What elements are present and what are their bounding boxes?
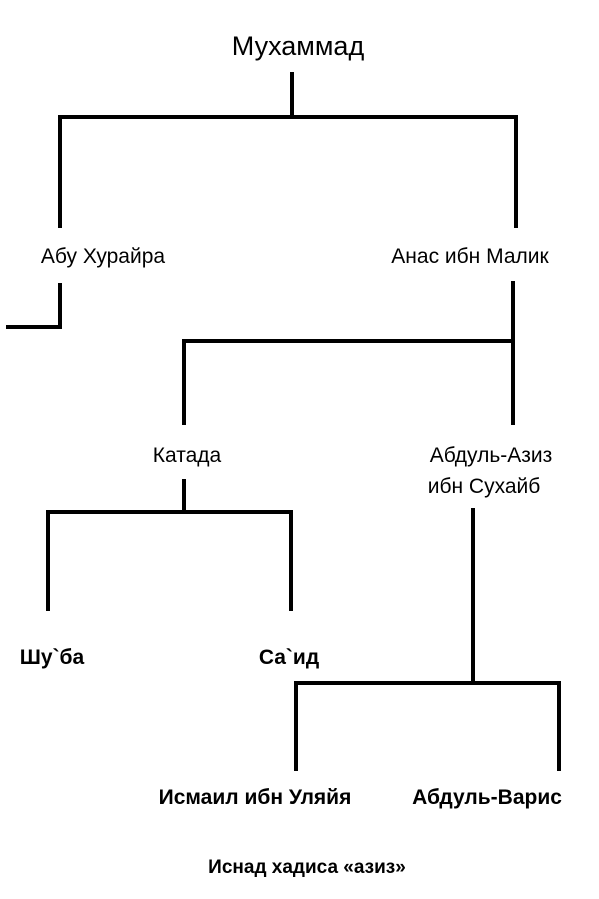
node-ismail-ibn-ulayya: Исмаил ибн Уляйя	[158, 786, 352, 809]
node-qatada: Катада	[152, 444, 222, 467]
node-said: Са`ид	[258, 646, 320, 669]
node-abdul-waris: Абдуль-Варис	[412, 786, 562, 809]
node-shuba: Шу`ба	[19, 646, 85, 669]
node-anas-ibn-malik: Анас ибн Малик	[391, 245, 549, 268]
connector-abu-hurayra-branch	[6, 283, 62, 329]
node-muhammad: Мухаммад	[231, 31, 365, 61]
node-abdul-aziz-line2: ибн Сухайб	[427, 475, 541, 498]
node-abu-hurayra: Абу Хурайра	[40, 245, 166, 268]
node-abdul-aziz-line1: Абдуль-Азиз	[429, 444, 553, 467]
diagram-caption: Иснад хадиса «азиз»	[208, 857, 406, 878]
